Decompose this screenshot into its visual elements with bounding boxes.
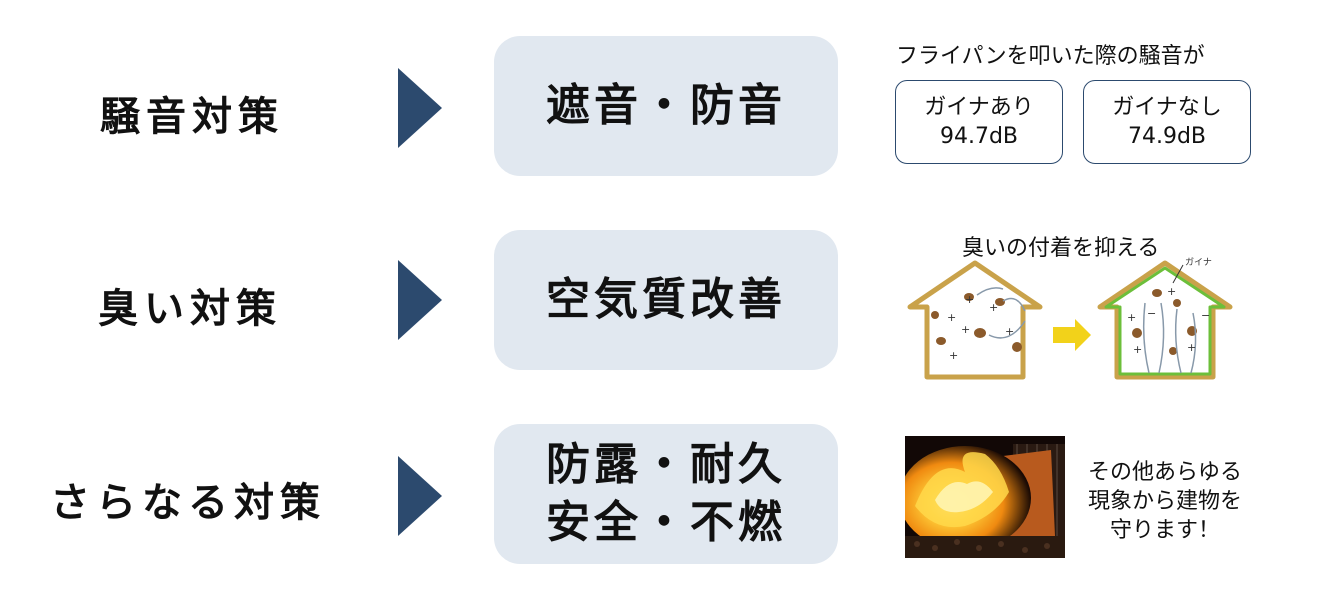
gaina-callout-label: ガイナ (1185, 257, 1212, 268)
result-card-without-gaina: ガイナなし 74.9dB (1083, 80, 1251, 164)
svg-text:−: − (1201, 309, 1210, 322)
odor-house-illustration: +++ +++ +++ +−− ガイナ (907, 257, 1233, 380)
svg-text:+: + (965, 293, 974, 306)
svg-text:+: + (961, 323, 970, 336)
odor-caption: 臭いの付着を抑える (962, 236, 1160, 261)
arrow-right-icon (398, 260, 442, 340)
svg-text:−: − (1147, 307, 1156, 320)
note-line: 守ります！ (1110, 518, 1221, 543)
row-label-odor: 臭い対策 (98, 286, 282, 332)
row-label-noise: 騒音対策 (100, 94, 284, 140)
fire-test-photo (905, 436, 1065, 558)
arrow-right-icon (398, 68, 442, 148)
svg-text:+: + (949, 349, 958, 362)
result-card-with-gaina: ガイナあり 94.7dB (895, 80, 1063, 164)
svg-text:+: + (947, 311, 956, 324)
noise-caption: フライパンを叩いた際の騒音が (896, 44, 1205, 69)
effect-box-further: 防露・耐久 安全・不燃 (494, 424, 838, 564)
card-title: ガイナなし (1112, 95, 1222, 120)
note-line: 現象から建物を (1088, 489, 1243, 514)
card-value: 94.7dB (939, 124, 1019, 149)
card-value: 74.9dB (1127, 124, 1207, 149)
svg-text:+: + (1187, 341, 1196, 354)
effect-line: 安全・不燃 (546, 497, 786, 548)
effect-box-noise: 遮音・防音 (494, 36, 838, 176)
further-note: その他あらゆる 現象から建物を 守ります！ (1088, 458, 1242, 545)
svg-text:+: + (1005, 325, 1014, 338)
row-label-further: さらなる対策 (50, 480, 326, 526)
card-title: ガイナあり (924, 95, 1034, 120)
arrow-right-icon (398, 456, 442, 536)
effect-box-odor: 空気質改善 (494, 230, 838, 370)
note-line: その他あらゆる (1088, 460, 1243, 485)
svg-text:+: + (1133, 343, 1142, 356)
effect-line: 防露・耐久 (546, 439, 786, 490)
svg-text:+: + (1167, 285, 1176, 298)
svg-text:+: + (1127, 311, 1136, 324)
svg-text:+: + (989, 301, 998, 314)
effect-text: 空気質改善 (546, 274, 786, 325)
effect-text: 遮音・防音 (546, 80, 786, 131)
